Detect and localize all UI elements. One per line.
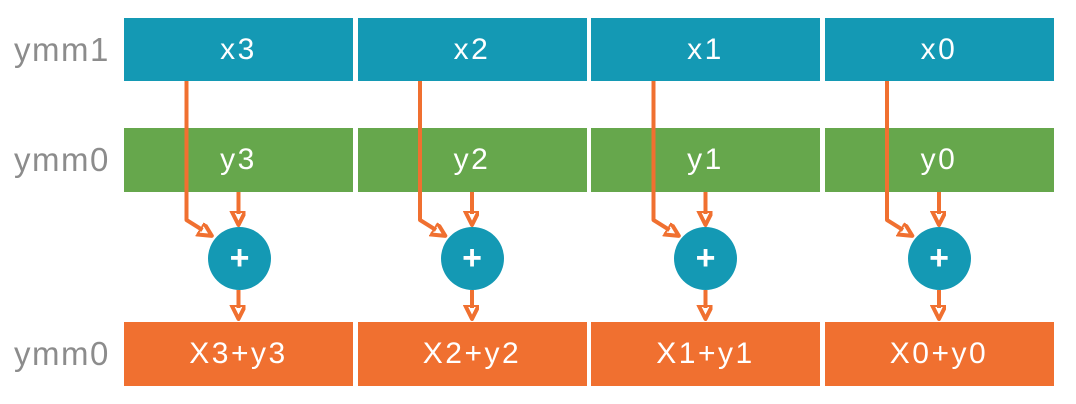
- plus-icon: +: [695, 238, 716, 277]
- register-label-ymm0-source: ymm0: [14, 141, 110, 178]
- adder-node-0: +: [907, 227, 971, 290]
- plus-icon: +: [929, 238, 949, 277]
- register-row-ymm0-result: X3+y3 X2+y2 X1+y1 X0+y0: [124, 322, 1054, 386]
- register-row-ymm0-source: y3 y2 y1 y0: [124, 128, 1054, 192]
- adder-node-2: +: [440, 227, 504, 290]
- lane-x3: x3: [124, 18, 353, 81]
- lane-x1-plus-y1: X1+y1: [591, 322, 820, 386]
- lane-x3-plus-y3: X3+y3: [124, 322, 353, 386]
- lane-y0: y0: [824, 128, 1054, 192]
- lane-x1: x1: [591, 18, 820, 81]
- lane-y3: y3: [124, 128, 353, 192]
- lane-y2: y2: [357, 128, 587, 192]
- lane-y1: y1: [591, 128, 820, 192]
- plus-icon: +: [229, 238, 250, 277]
- adder-node-1: +: [674, 227, 737, 290]
- lane-x0-plus-y0: X0+y0: [824, 322, 1054, 386]
- plus-icon: +: [462, 238, 482, 277]
- register-label-ymm0-result: ymm0: [14, 335, 110, 372]
- register-row-ymm1: x3 x2 x1 x0: [124, 18, 1054, 81]
- lane-x0: x0: [824, 18, 1054, 81]
- adder-node-3: +: [208, 227, 271, 290]
- lane-x2-plus-y2: X2+y2: [357, 322, 587, 386]
- lane-x2: x2: [357, 18, 587, 81]
- register-label-ymm1: ymm1: [14, 31, 110, 68]
